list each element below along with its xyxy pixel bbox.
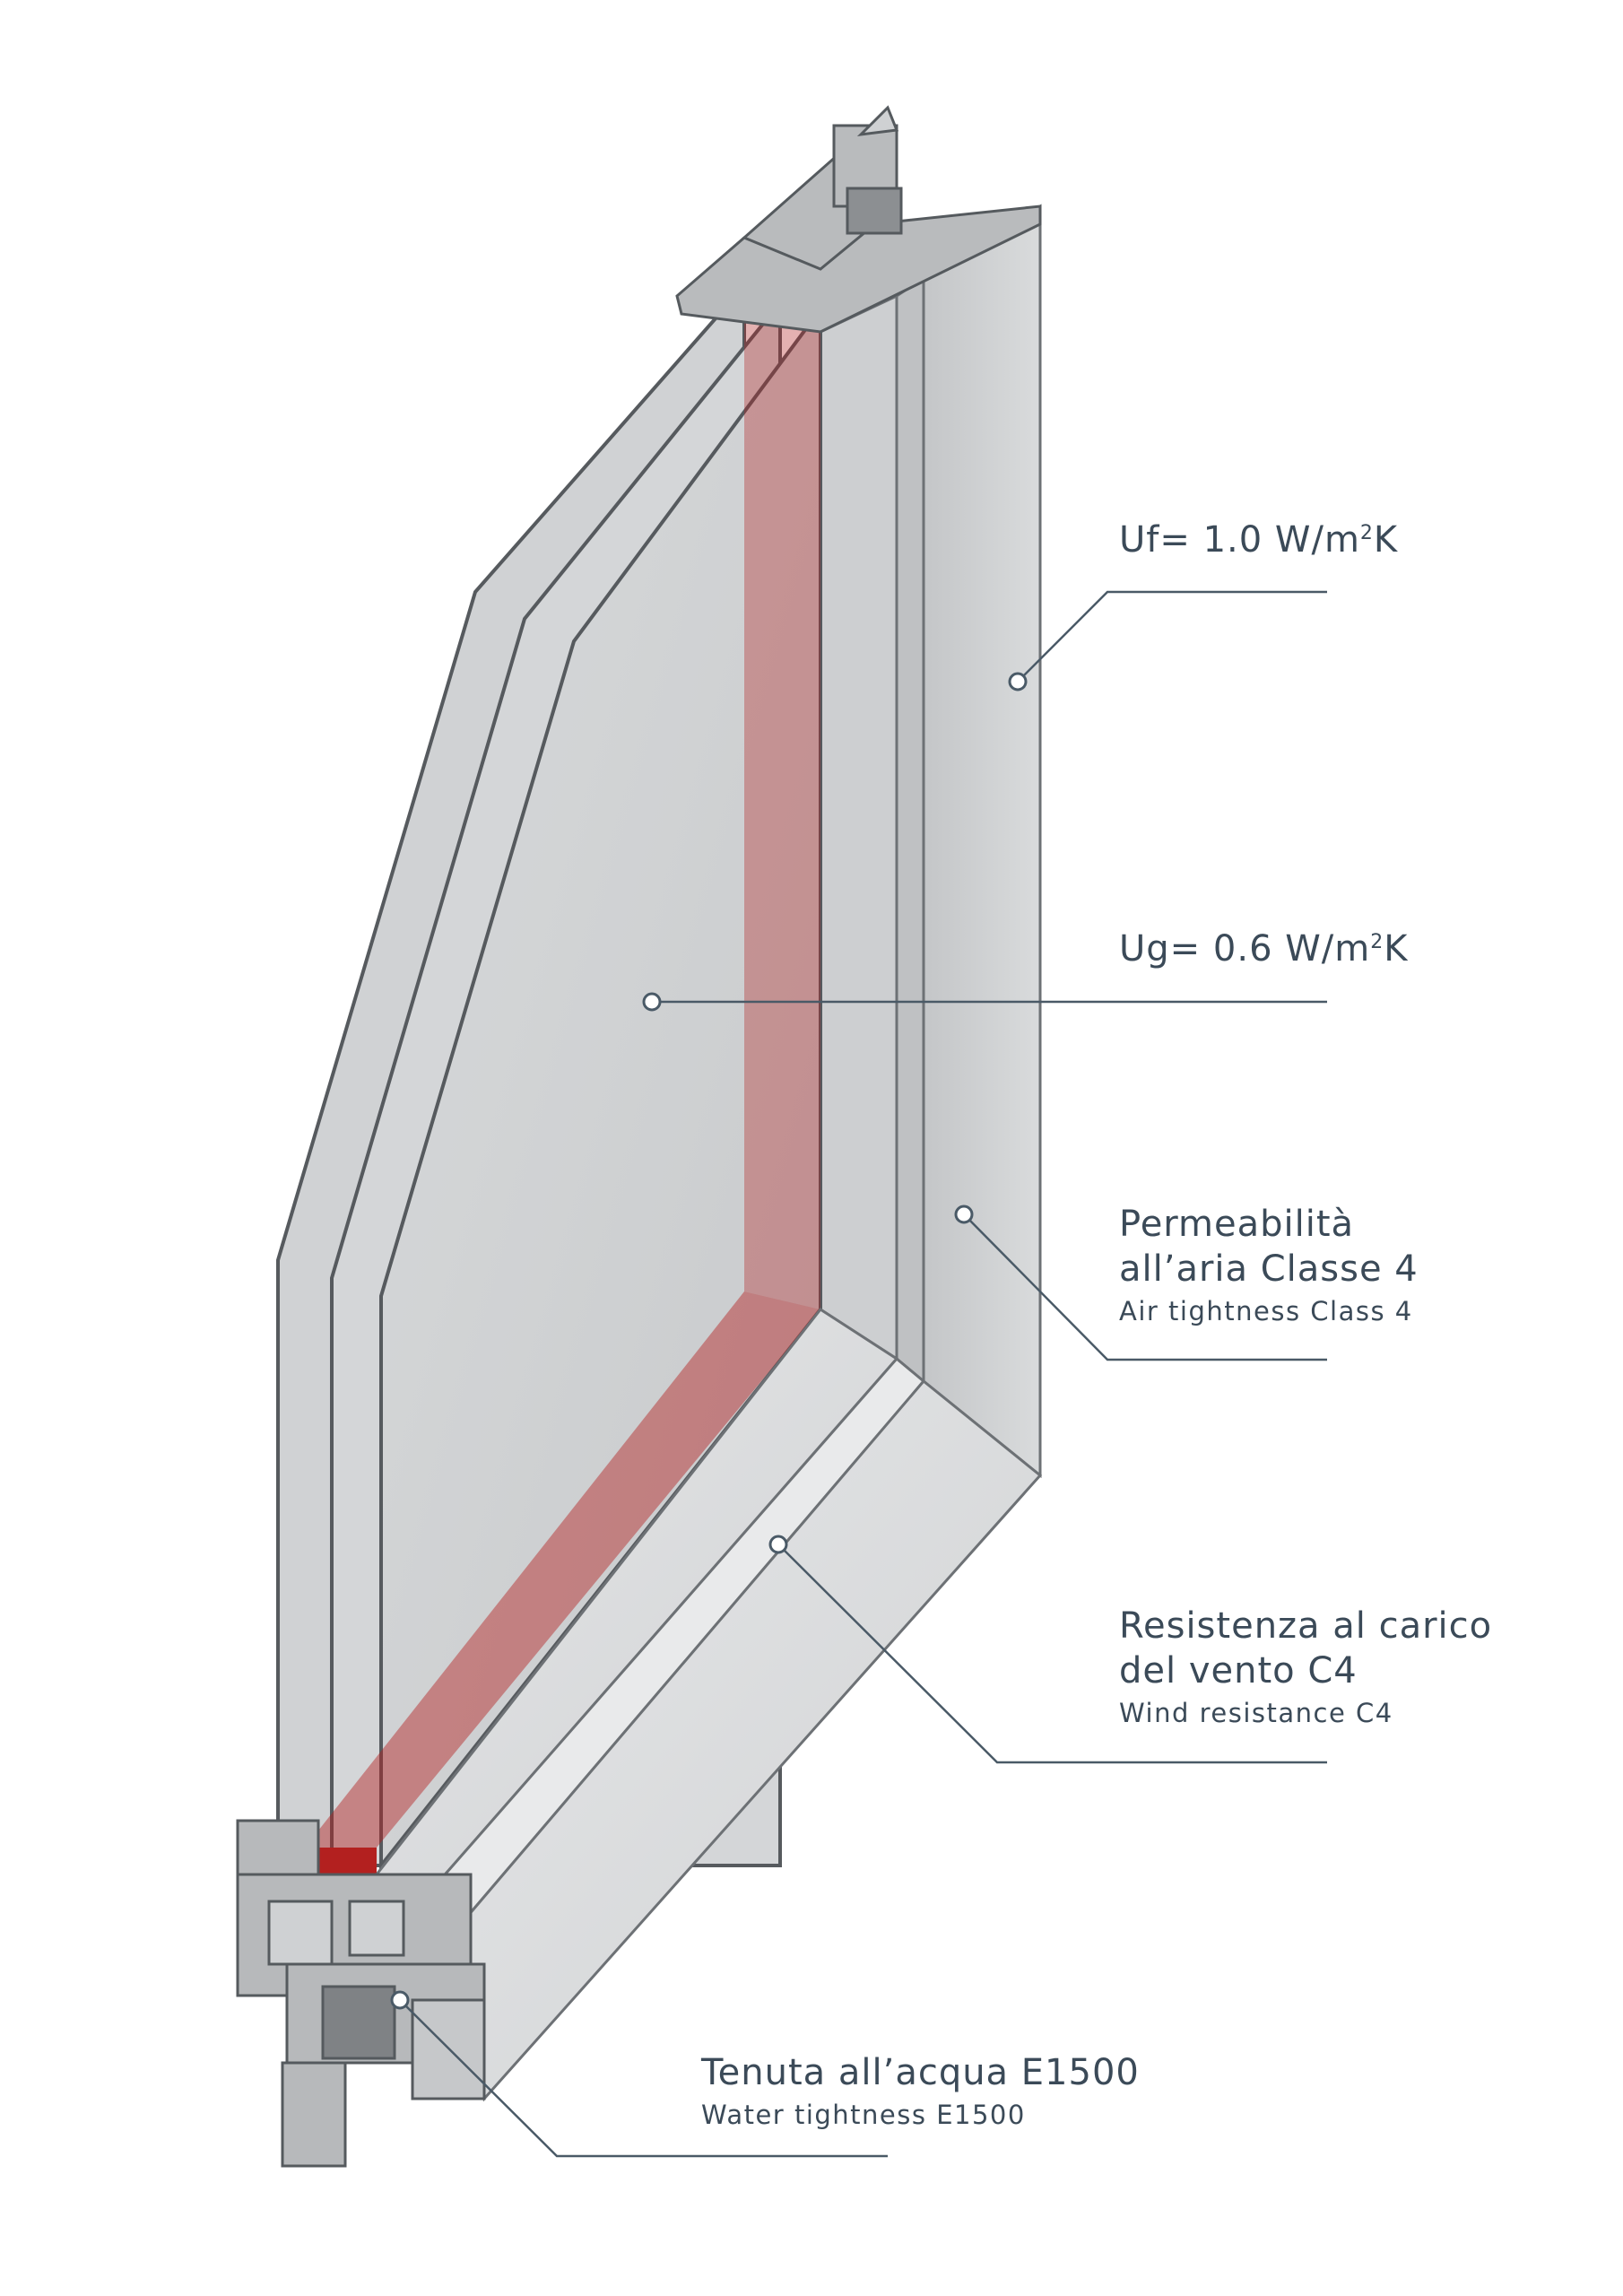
air-label-line2: all’aria Classe 4 — [1119, 1248, 1419, 1290]
spacer-vertical — [744, 323, 820, 1309]
ug-label: Ug= 0.6 W/m2K — [1119, 928, 1409, 970]
callout-wind-resistance: Resistenza al carico del vento C4 Wind r… — [1119, 1604, 1492, 1731]
wind-label-line2: del vento C4 — [1119, 1650, 1358, 1692]
callout-markers — [390, 672, 1028, 2010]
wind-label-english: Wind resistance C4 — [1119, 1698, 1393, 1728]
spacer-diagonal — [305, 1292, 820, 1848]
wind-label-line1: Resistenza al carico — [1119, 1605, 1493, 1647]
marker-uf — [1008, 672, 1028, 691]
leader-line-air — [963, 1213, 1327, 1361]
water-label-english: Water tightness E1500 — [701, 2100, 1026, 2130]
air-label-line1: Permeabilità — [1119, 1204, 1355, 1245]
uf-label: Uf= 1.0 W/m2K — [1119, 519, 1399, 561]
water-label-line1: Tenuta all’acqua E1500 — [701, 2052, 1140, 2093]
inner-frame-strip — [895, 275, 925, 1385]
leader-line-water — [399, 1999, 888, 2158]
callout-water-tightness: Tenuta all’acqua E1500 Water tightness E… — [701, 2050, 1140, 2133]
marker-air — [954, 1205, 974, 1224]
leader-line-wind — [777, 1544, 1327, 1764]
sash-face — [819, 293, 898, 1361]
marker-ug — [642, 992, 662, 1012]
bottom-profile-section — [236, 1819, 486, 2168]
leader-lines — [399, 590, 1327, 2158]
callout-air-tightness: Permeabilità all’aria Classe 4 Air tight… — [1119, 1202, 1419, 1329]
marker-water — [390, 1990, 410, 2010]
marker-wind — [768, 1535, 788, 1554]
leader-line-uf — [1017, 590, 1327, 683]
air-label-english: Air tightness Class 4 — [1119, 1296, 1413, 1326]
outer-frame-face — [922, 204, 1042, 1479]
callout-ug: Ug= 0.6 W/m2K — [1119, 926, 1408, 971]
callout-uf: Uf= 1.0 W/m2K — [1119, 517, 1398, 562]
top-profile-section — [675, 105, 1042, 334]
